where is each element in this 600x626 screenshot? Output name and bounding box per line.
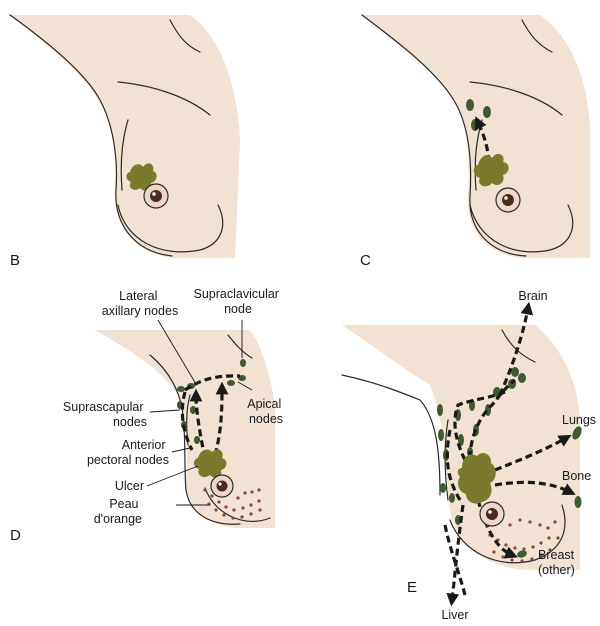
label-apical: Apical nodes [247,397,285,426]
label-lungs: Lungs [562,413,596,427]
label-peau-dorange: Peau d'orange [94,497,142,526]
panel-e-letter: E [407,579,417,596]
panel-c-nipple [496,188,520,212]
panel-e: Brain Lungs Bone Breast (other) Liver E [342,289,596,622]
label-brain: Brain [518,289,547,303]
panel-e-nipple [480,502,504,526]
label-lateral-axillary: Lateral axillary nodes [102,289,178,318]
label-ulcer: Ulcer [115,479,144,493]
label-suprascapular: Suprascapular nodes [63,400,147,429]
leader-suprascapular [150,410,180,412]
panel-d: Lateral axillary nodes Supraclavicular n… [10,287,285,544]
panel-d-nipple [211,475,233,497]
panel-d-letter: D [10,527,21,544]
panel-e-arm-line [342,375,440,495]
panel-b-torso [10,15,240,258]
panel-b-nipple [144,184,168,208]
panel-c: C [360,15,590,269]
panel-b: B [10,15,240,269]
label-supraclavicular: Supraclavicular node [194,287,283,316]
panel-b-letter: B [10,252,20,269]
panel-c-letter: C [360,252,371,269]
label-bone: Bone [562,469,591,483]
label-breast-other: Breast (other) [538,548,578,577]
label-liver: Liver [441,608,468,622]
label-anterior-pectoral: Anterior pectoral nodes [87,438,169,467]
